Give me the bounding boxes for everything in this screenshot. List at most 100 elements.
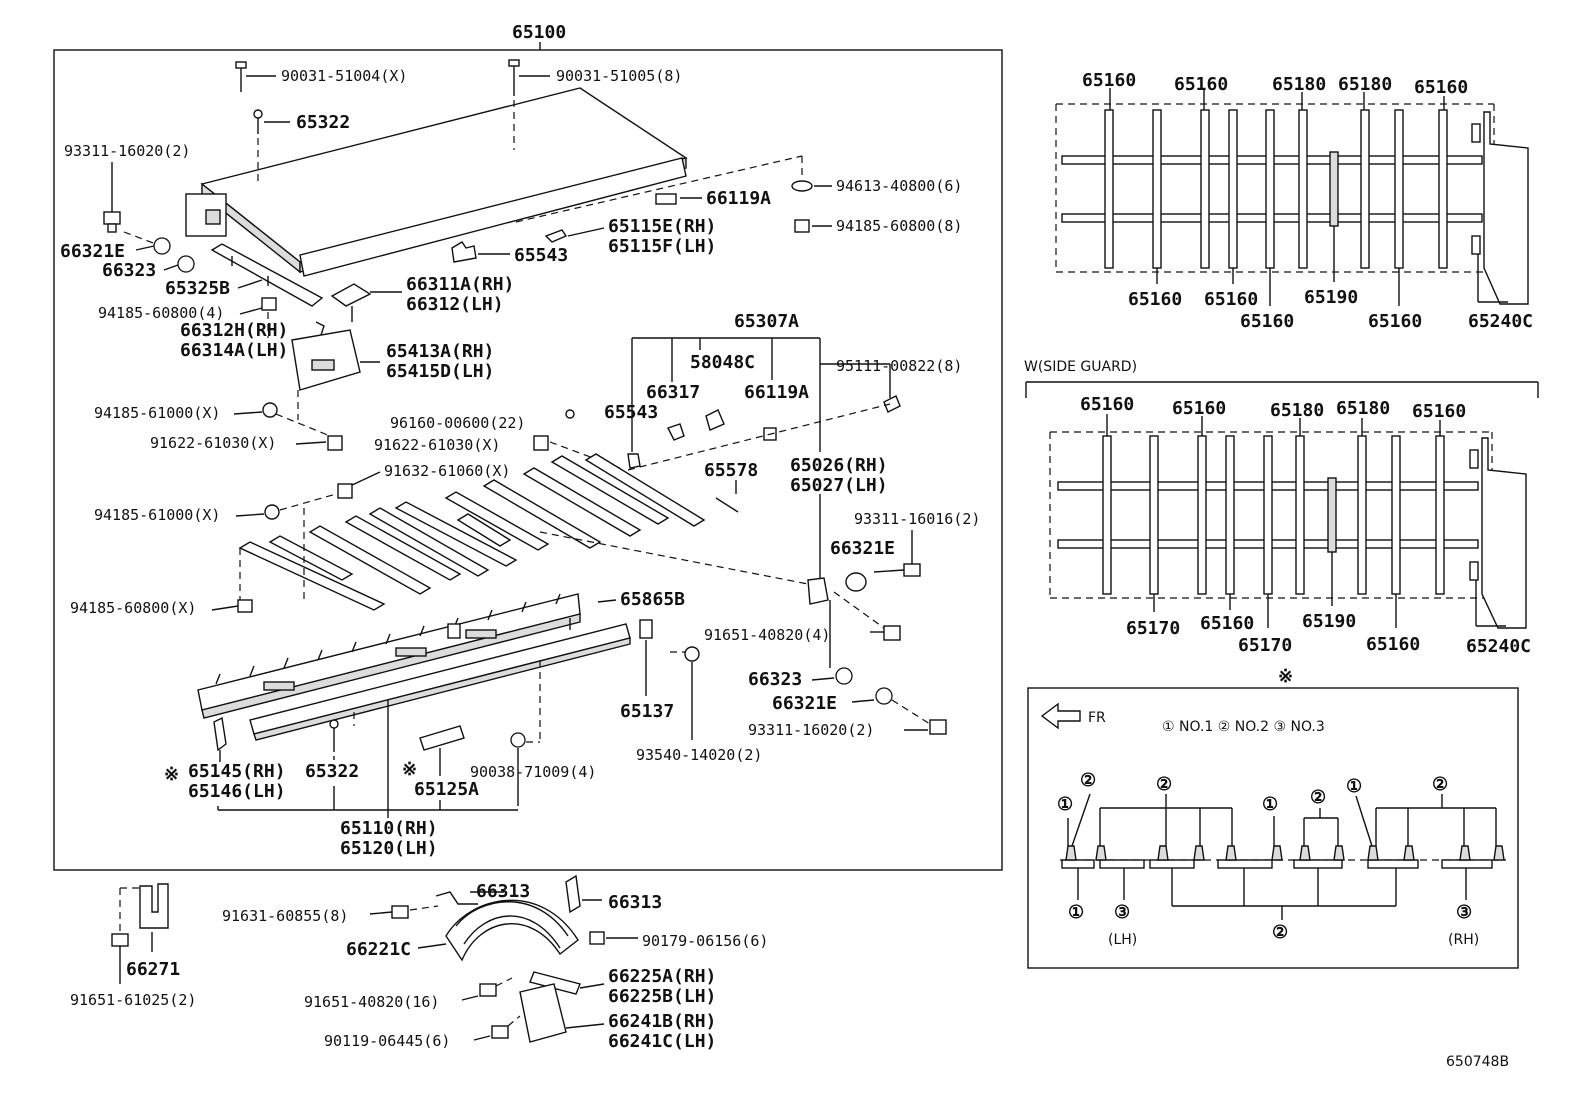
mark-top-6: ① (1346, 776, 1362, 797)
sg-bottom-label-2: 65160 (1200, 613, 1254, 634)
label-93311-16020-b: 93311-16020(2) (748, 721, 874, 739)
label-90038-71009: 90038-71009(4) (470, 763, 596, 781)
mudguard-66221c: 91631-60855(8) 66313 66221C 66313 90179-… (222, 874, 768, 962)
label-66323-right: 66323 (748, 669, 802, 690)
label-65413a: 65413A(RH) (386, 341, 494, 362)
label-66241c: 66241C(LH) (608, 1031, 716, 1052)
nut-94185-60800-x: 94185-60800(X) (70, 599, 253, 617)
side-lh: (LH) (1108, 932, 1137, 948)
label-65325b: 65325B (165, 278, 230, 299)
side-guard-view: W(SIDE GUARD) 65160 65160 65180 65180 65… (1024, 359, 1539, 657)
tr-bottom-label-2: 65160 (1204, 289, 1258, 310)
label-66225a: 66225A(RH) (608, 966, 716, 987)
floor-panel (185, 87, 688, 277)
tr-top-label-2: 65160 (1174, 74, 1228, 95)
label-65027: 65027(LH) (790, 475, 888, 496)
label-65026: 65026(RH) (790, 455, 888, 476)
label-65125a: 65125A (414, 779, 479, 800)
ref-mark-1: ※ (164, 764, 179, 785)
mudflap-66225a: 66225A(RH) 66225B(LH) 91651-40820(16) 66… (304, 966, 716, 1052)
label-66225b: 66225B(LH) (608, 986, 716, 1007)
label-66271: 66271 (126, 959, 180, 980)
side-rh: (RH) (1448, 932, 1479, 948)
nut-94185-60800-4: 94185-60800(4) (98, 297, 277, 338)
label-66241b: 66241B(RH) (608, 1011, 716, 1032)
sg-bottom-label-1: 65170 (1126, 618, 1180, 639)
label-94613-40800: 94613-40800(6) (836, 177, 962, 195)
sg-bottom-label-4: 65190 (1302, 611, 1356, 632)
main-assembly-number: 65100 (512, 22, 566, 43)
label-65865b: 65865B (620, 589, 685, 610)
upper-right-small-parts: 66119A 94613-40800(6) 94185-60800(8) 651… (451, 155, 962, 266)
label-65322-low: 65322 (305, 761, 359, 782)
sg-top-label-2: 65160 (1172, 398, 1226, 419)
front-arrow-icon (1040, 702, 1081, 730)
legend-text: ① NO.1 ② NO.2 ③ NO.3 (1162, 719, 1325, 735)
side-rail-65110: 65865B 65137 93540-14020(2) ※ 65145(RH) … (164, 589, 762, 859)
legend-box: ※ FR ① NO.1 ② NO.2 ③ NO.3 ① ② (1027, 666, 1519, 969)
label-66314a: 66314A(LH) (180, 340, 288, 361)
label-93540-14020: 93540-14020(2) (636, 746, 762, 764)
legend-ref-mark: ※ (1278, 666, 1293, 687)
mark-top-1: ① (1057, 794, 1073, 815)
label-65137: 65137 (620, 701, 674, 722)
mark-top-3: ② (1156, 774, 1172, 795)
label-95111-00822: 95111-00822(8) (836, 357, 962, 375)
mark-top-7: ② (1432, 774, 1448, 795)
tr-top-label-5: 65160 (1414, 77, 1468, 98)
label-65146: 65146(LH) (188, 781, 286, 802)
sg-bottom-label-5: 65160 (1366, 634, 1420, 655)
sg-top-label-3: 65180 (1270, 400, 1324, 421)
label-66321e-right: 66321E (830, 538, 895, 559)
sg-bottom-label-6: 65240C (1466, 636, 1531, 657)
mark-bottom-2: ② (1272, 922, 1288, 943)
label-93311-16016: 93311-16016(2) (854, 510, 980, 528)
label-66317: 66317 (646, 382, 700, 403)
label-66323-left: 66323 (102, 260, 156, 281)
label-65322-top: 65322 (296, 112, 350, 133)
drawing-number: 650748B (1446, 1054, 1509, 1070)
label-65145: 65145(RH) (188, 761, 286, 782)
mark-bottom-3-lh: ③ (1114, 902, 1130, 923)
top-bolts: 90031-51004(X) 90031-51005(8) 65322 (235, 59, 682, 185)
side-guard-heading: W(SIDE GUARD) (1024, 359, 1137, 375)
label-65115f: 65115F(LH) (608, 236, 716, 257)
tr-top-label-1: 65160 (1082, 70, 1136, 91)
main-assembly-frame: 65100 (53, 22, 1003, 871)
label-91622-61030-b: 91622-61030(X) (374, 436, 500, 454)
label-94185-60800-8: 94185-60800(8) (836, 217, 962, 235)
direction-label: FR (1088, 710, 1106, 726)
mark-bottom-3-rh: ③ (1456, 902, 1472, 923)
mark-top-4: ① (1262, 794, 1278, 815)
label-65543-mid: 65543 (604, 402, 658, 423)
sg-bottom-label-3: 65170 (1238, 635, 1292, 656)
label-90179-06156: 90179-06156(6) (642, 932, 768, 950)
label-66321e-low: 66321E (772, 693, 837, 714)
label-94185-61000-b: 94185-61000(X) (94, 506, 220, 524)
label-58048c: 58048C (690, 352, 755, 373)
label-91622-61030-a: 91622-61030(X) (150, 434, 276, 452)
mark-top-5: ② (1310, 787, 1326, 808)
label-96160-00600: 96160-00600(22) (390, 414, 525, 432)
label-91651-40820-16: 91651-40820(16) (304, 993, 439, 1011)
label-90031-51004: 90031-51004(X) (281, 67, 407, 85)
label-94185-60800-x: 94185-60800(X) (70, 599, 196, 617)
label-66119a-mid: 66119A (744, 382, 809, 403)
group-65307a: 65307A 58048C 95111-00822(8) 66317 66119… (604, 311, 962, 471)
top-right-guard-view: 65160 65160 65180 65180 65160 65160 6516… (1055, 70, 1533, 332)
tr-bottom-label-1: 65160 (1128, 289, 1182, 310)
label-65110: 65110(RH) (340, 818, 438, 839)
label-66221c: 66221C (346, 939, 411, 960)
right-fasteners: 93311-16016(2) 66321E 91651-40820(4) 663… (704, 510, 980, 739)
tr-bottom-label-4: 65190 (1304, 287, 1358, 308)
label-90031-51005: 90031-51005(8) (556, 67, 682, 85)
tr-top-label-3: 65180 (1272, 74, 1326, 95)
label-93311-16020-a: 93311-16020(2) (64, 142, 190, 160)
label-90119-06445: 90119-06445(6) (324, 1032, 450, 1050)
label-66311a: 66311A(RH) (406, 274, 514, 295)
bracket-65026: 65026(RH) 65027(LH) (539, 455, 888, 605)
ref-mark-2: ※ (402, 759, 417, 780)
label-94185-61000-a: 94185-61000(X) (94, 404, 220, 422)
label-66313-b: 66313 (608, 892, 662, 913)
